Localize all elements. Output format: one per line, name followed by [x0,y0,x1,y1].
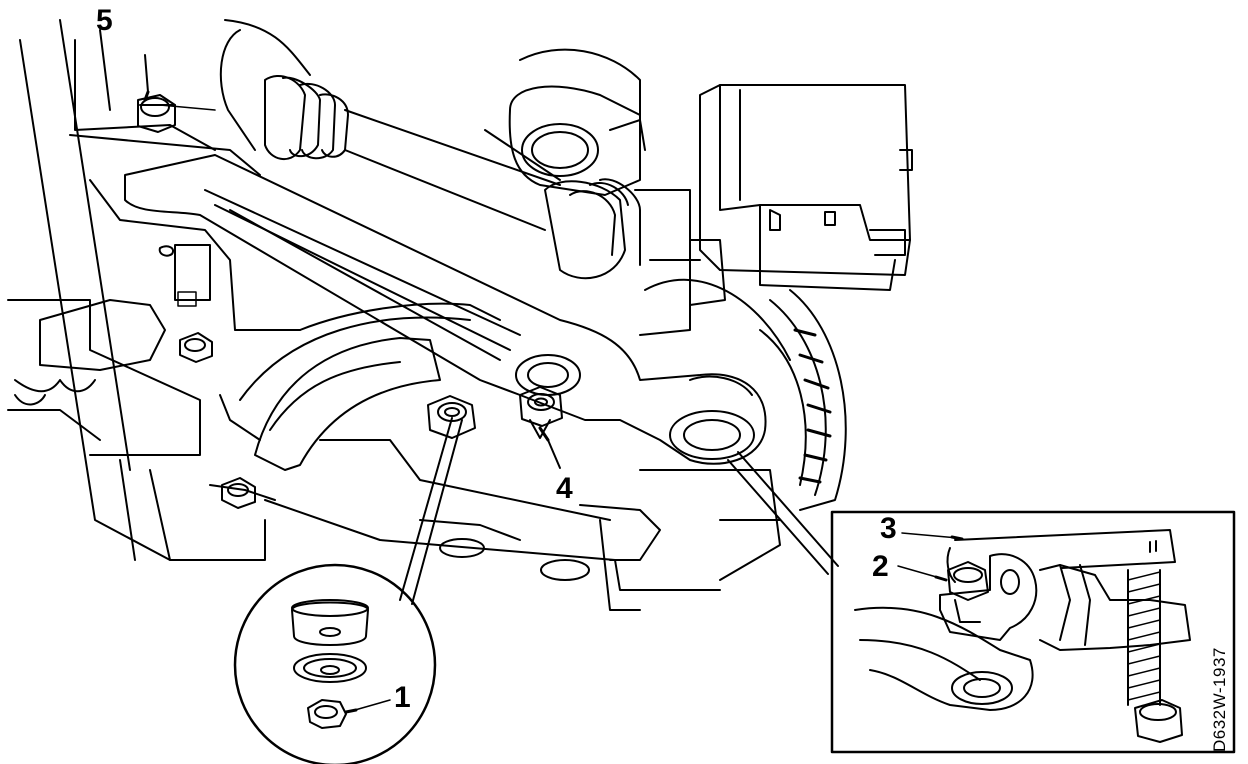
strut-knuckle [508,48,726,336]
fasteners [137,94,563,509]
callout-4-label: 4 [556,472,573,505]
callout-1-label: 1 [394,681,411,714]
drawing-code: D632W-1937 [1210,647,1229,752]
lower-support [209,302,781,611]
callout-5-label: 5 [96,4,113,37]
brake-caliper [699,84,913,291]
callout-2-label: 2 [872,550,889,583]
detail-circle-hardware [233,563,437,764]
brake-disc [644,278,847,511]
leader-lines [143,54,839,605]
subframe-structure [7,19,301,561]
callout-3-label: 3 [880,512,897,545]
control-arm [124,154,767,465]
detail-box-tool [830,510,1236,754]
